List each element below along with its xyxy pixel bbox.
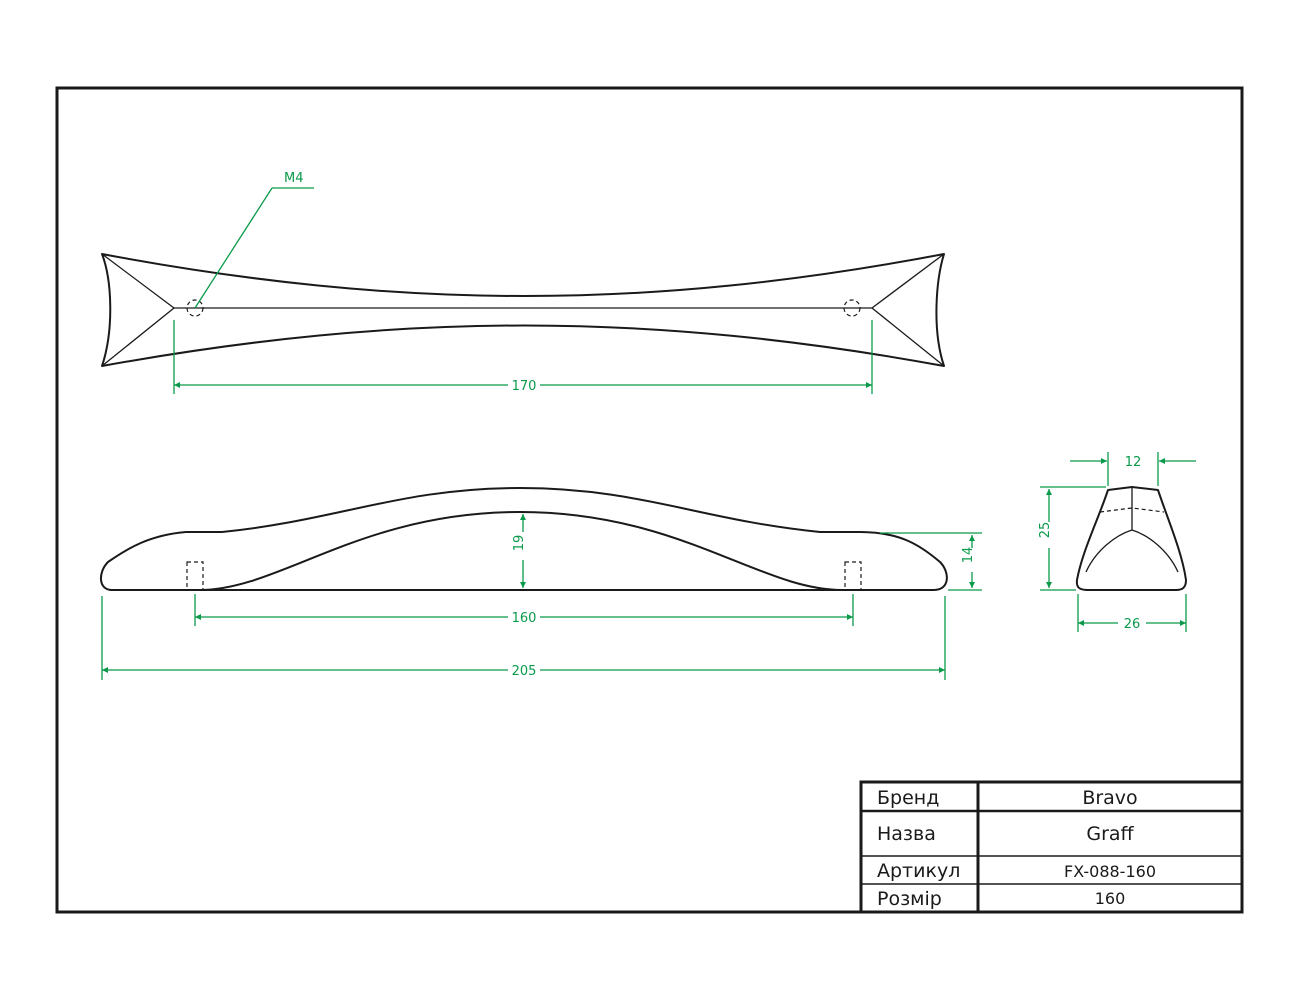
thread-callout: M4 <box>194 171 314 309</box>
top-view <box>101 253 945 367</box>
title-block-label-size: Розмір <box>877 888 942 910</box>
title-block-label-article: Артикул <box>877 860 960 882</box>
title-block-label-name: Назва <box>877 823 936 845</box>
side-view-inner-arch <box>199 511 843 591</box>
top-view-outline <box>101 253 945 367</box>
title-block-value-brand: Bravo <box>1082 787 1137 809</box>
mounting-hole-right <box>843 299 861 317</box>
dim-base-width: 26 <box>1077 594 1187 632</box>
dim-205-label: 205 <box>512 664 537 679</box>
dim-12-label: 12 <box>1125 455 1142 470</box>
mounting-hole-left <box>186 299 204 317</box>
title-block-value-article: FX-088-160 <box>1064 862 1156 881</box>
dim-160-label: 160 <box>512 611 537 626</box>
dim-height-mid: 19 <box>512 514 527 588</box>
side-view <box>100 487 948 591</box>
side-hole-right <box>844 561 862 591</box>
title-block-label-brand: Бренд <box>877 787 939 809</box>
drawing-frame <box>55 86 1244 914</box>
side-hole-left <box>186 561 204 591</box>
title-block-value-name: Graff <box>1086 823 1134 845</box>
dim-overall-length: 205 <box>101 596 946 680</box>
dim-height-end: 14 <box>880 532 982 591</box>
dim-side-height: 25 <box>1038 486 1106 591</box>
title-block: Бренд Bravo Назва Graff Артикул FX-088-1… <box>859 780 1244 914</box>
dim-25-label: 25 <box>1038 522 1053 539</box>
side-view-outline <box>100 487 948 591</box>
end-view-outline <box>1075 486 1187 591</box>
end-view <box>1075 486 1187 591</box>
thread-label: M4 <box>284 171 304 186</box>
dim-26-label: 26 <box>1124 617 1141 632</box>
title-block-value-size: 160 <box>1095 889 1126 908</box>
dim-hole-spacing-top: 170 <box>173 320 873 394</box>
dim-top-width: 12 <box>1070 452 1196 486</box>
dim-hole-spacing: 160 <box>194 594 854 626</box>
dim-170-label: 170 <box>512 379 537 394</box>
dim-19-label: 19 <box>512 535 527 552</box>
dim-14-label: 14 <box>961 547 976 564</box>
